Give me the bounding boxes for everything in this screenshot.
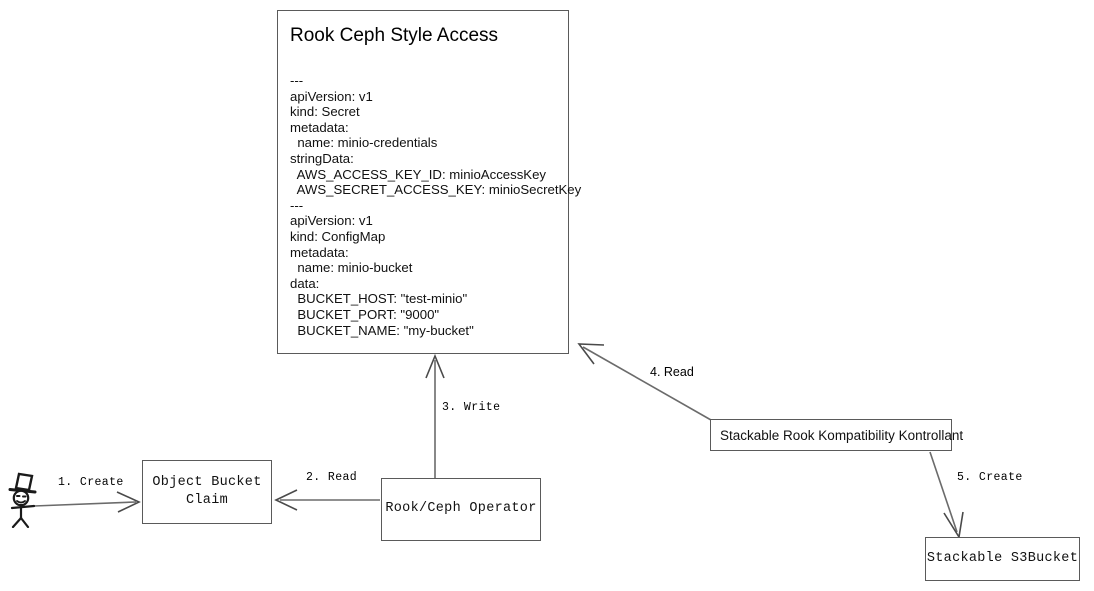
stick-figure-with-top-hat-icon [8,472,37,528]
node-stackable-rook-kompatibility-kontrollant[interactable]: Stackable Rook Kompatibility Kontrollant [710,419,963,451]
node-stackable-s3bucket-label: Stackable S3Bucket [926,550,1079,566]
edge-5-create-label: 5. Create [957,471,1023,484]
edge-2-read-arrow [274,489,380,511]
yaml-manifest-text: --- apiVersion: v1 kind: Secret metadata… [290,73,582,338]
rook-ceph-style-access-card: Rook Ceph Style Access --- apiVersion: v… [277,10,582,354]
node-rook-ceph-operator[interactable]: Rook/Ceph Operator [381,478,541,541]
edge-4-read-arrow [577,343,712,421]
edge-5-create-arrow [929,451,964,540]
edge-1-create-arrow [33,491,141,513]
node-stackable-rook-kompatibility-kontrollant-label: Stackable Rook Kompatibility Kontrollant [720,427,964,443]
page-title: Rook Ceph Style Access [290,25,499,46]
node-stackable-s3bucket[interactable]: Stackable S3Bucket [925,537,1080,581]
user-actor [8,472,37,528]
node-object-bucket-claim-label: Object Bucket Claim [152,474,262,508]
edge-2-read-label: 2. Read [306,471,358,484]
edge-4-read-label: 4. Read [650,365,694,379]
edge-3-write-label: 3. Write [442,401,501,414]
node-object-bucket-claim[interactable]: Object Bucket Claim [142,460,272,524]
edge-1-create-label: 1. Create [58,476,124,489]
node-rook-ceph-operator-label: Rook/Ceph Operator [385,501,537,517]
edge-3-write-arrow [425,353,445,478]
